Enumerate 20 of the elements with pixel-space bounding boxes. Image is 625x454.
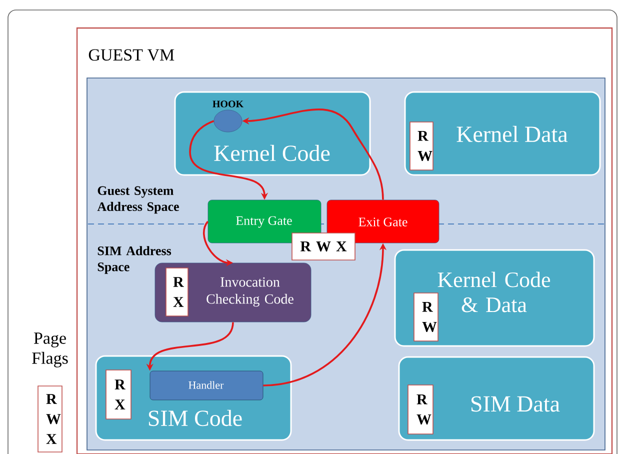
box-label: Invocation Checking Code: [206, 277, 294, 307]
page-flag-box: R X: [106, 370, 132, 420]
box-label: Entry Gate: [236, 216, 292, 228]
box-label: Kernel Code: [214, 144, 330, 162]
box-label: Kernel Data: [456, 126, 568, 142]
box-label: SIM Code: [148, 410, 242, 426]
box-label: Exit Gate: [358, 218, 408, 226]
side-label: Page Flags: [32, 332, 68, 368]
page-flag-box: R W X: [38, 386, 62, 452]
page-flag-box: R W: [414, 292, 438, 342]
page-flag-box: R W: [410, 122, 434, 170]
page-flag-box: R X: [166, 268, 188, 316]
page-flag-box: R W X: [292, 232, 356, 260]
box-label: SIM Data: [472, 396, 560, 412]
page-flag-box: R W: [408, 384, 434, 434]
region-label: Guest System Address Space: [97, 186, 179, 214]
hook-label: HOOK: [212, 100, 244, 108]
frame-title: GUEST VM: [88, 49, 174, 61]
box-label: Kernel Code & Data: [438, 272, 550, 312]
box-label: Handler: [188, 381, 224, 389]
